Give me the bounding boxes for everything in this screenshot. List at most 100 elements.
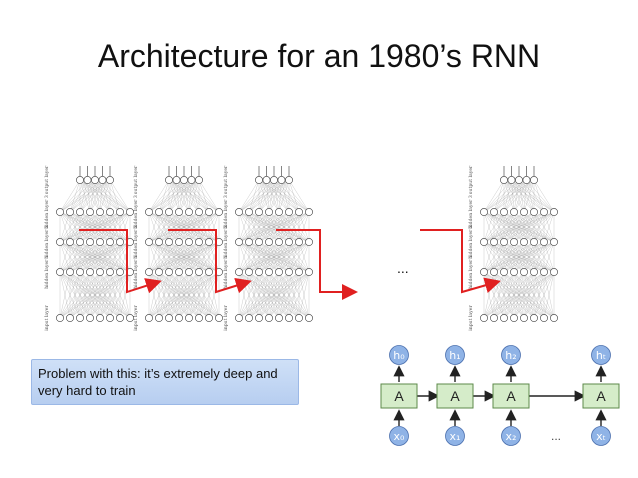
rnn-cell-label: A [506, 388, 516, 404]
neuron [116, 268, 124, 276]
neuron [540, 268, 548, 276]
connection [526, 179, 545, 213]
connection [87, 179, 111, 213]
connection [208, 211, 220, 243]
neuron [106, 314, 114, 322]
neuron [275, 208, 283, 216]
neuron [66, 208, 74, 216]
connection [281, 179, 300, 213]
connection [493, 179, 512, 213]
connection [198, 271, 220, 319]
connection [87, 179, 101, 213]
neuron [295, 268, 303, 276]
neuron [180, 176, 188, 184]
neuron [195, 314, 203, 322]
neuron [530, 268, 538, 276]
neuron [205, 268, 213, 276]
neuron [490, 268, 498, 276]
neuron [165, 314, 173, 322]
connection [59, 271, 91, 319]
neuron [540, 314, 548, 322]
connection [148, 241, 210, 273]
connection [238, 179, 260, 213]
connection [493, 271, 555, 319]
neuron [91, 176, 99, 184]
connection [503, 179, 520, 213]
neuron [86, 268, 94, 276]
neuron [295, 314, 303, 322]
connection [238, 211, 290, 243]
neuron [480, 314, 488, 322]
neuron [187, 176, 196, 184]
connection [298, 211, 310, 243]
layer-label: hidden layer 3 [133, 195, 139, 229]
connection [511, 179, 545, 213]
connection [533, 179, 555, 213]
layer-label: hidden layer 2 [133, 225, 139, 259]
connection [79, 179, 121, 213]
neuron [155, 208, 163, 216]
connection [298, 241, 310, 273]
neuron [96, 314, 104, 322]
neuron [510, 268, 518, 276]
connection [258, 179, 300, 213]
connection [87, 179, 131, 213]
connection [503, 179, 512, 213]
neuron [175, 208, 183, 216]
connection [511, 179, 535, 213]
connection [168, 211, 220, 243]
connection [69, 271, 131, 319]
connection [258, 179, 275, 213]
neuron [500, 314, 508, 322]
neuron [265, 268, 273, 276]
neuron [195, 176, 203, 184]
neuron [262, 176, 271, 184]
connection [176, 179, 210, 213]
neuron [490, 208, 498, 216]
neuron [255, 238, 263, 246]
neuron [126, 314, 134, 322]
layer-label: input layer [133, 305, 139, 331]
layer-label: hidden layer 2 [468, 225, 474, 259]
neuron [76, 238, 84, 246]
neuron [76, 268, 84, 276]
connection [258, 179, 310, 213]
neuron [76, 208, 84, 216]
connection [158, 271, 220, 319]
recurrent-arrow [420, 229, 501, 294]
connection [176, 179, 200, 213]
connection [59, 211, 111, 243]
layer-label: hidden layer 1 [468, 255, 474, 289]
neuron [175, 314, 183, 322]
connection [178, 271, 220, 319]
neuron [530, 176, 538, 184]
neuron [255, 176, 263, 184]
connection [268, 211, 310, 243]
neuron [165, 268, 173, 276]
connection [248, 241, 310, 273]
neuron [500, 268, 508, 276]
neuron [195, 268, 203, 276]
neuron [500, 176, 508, 184]
connection [158, 241, 220, 273]
neuron [550, 208, 558, 216]
connection [258, 179, 270, 213]
connection [168, 179, 210, 213]
layer-label: input layer [468, 305, 474, 331]
connection [258, 241, 310, 273]
connection [59, 179, 96, 213]
neuron [185, 268, 193, 276]
connection [178, 179, 192, 213]
connection [503, 179, 525, 213]
connection [168, 179, 190, 213]
connection [533, 211, 555, 243]
neuron [205, 238, 213, 246]
neuron [255, 268, 263, 276]
input-label: x₀ [394, 430, 406, 443]
connection [278, 241, 310, 273]
connection [523, 271, 555, 319]
connection [248, 271, 310, 319]
